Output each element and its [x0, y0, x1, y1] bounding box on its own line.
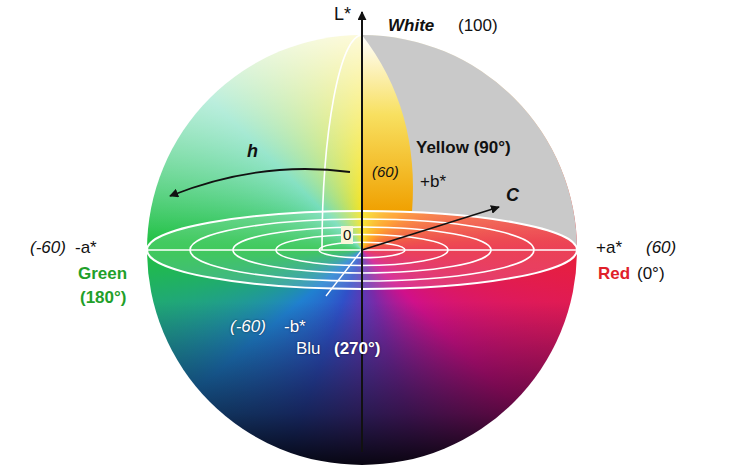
yellow-slice [362, 35, 413, 212]
b-axis [326, 250, 362, 296]
l-axis [361, 12, 363, 452]
axis-name: +b* [420, 173, 446, 191]
axis-value: (-60) [30, 239, 66, 257]
origin-value: 0 [341, 226, 353, 244]
axis-value: (60) [372, 163, 399, 181]
meridian [322, 35, 362, 250]
hue-angle: (0°) [637, 265, 665, 283]
chroma-symbol: C [506, 186, 519, 204]
hue-symbol: h [247, 142, 258, 160]
hue-name: Red [598, 265, 630, 283]
axis-name: -a* [75, 239, 97, 257]
hue-name: Yellow (90°) [416, 139, 511, 157]
axis-name: L* [334, 5, 351, 23]
axis-value: (60) [646, 239, 676, 257]
hue-arrow [170, 169, 350, 196]
hue-name: Green [78, 265, 127, 283]
hue-name: Blu [296, 340, 321, 358]
hue-angle: (270°) [334, 340, 380, 358]
axis-value: (-60) [230, 318, 266, 336]
axis-value: (100) [458, 17, 498, 35]
chroma-arrow [362, 207, 499, 250]
hue-angle: (180°) [80, 289, 126, 307]
axis-end-name: White [388, 17, 434, 35]
axis-name: +a* [596, 239, 622, 257]
axis-name: -b* [284, 318, 306, 336]
